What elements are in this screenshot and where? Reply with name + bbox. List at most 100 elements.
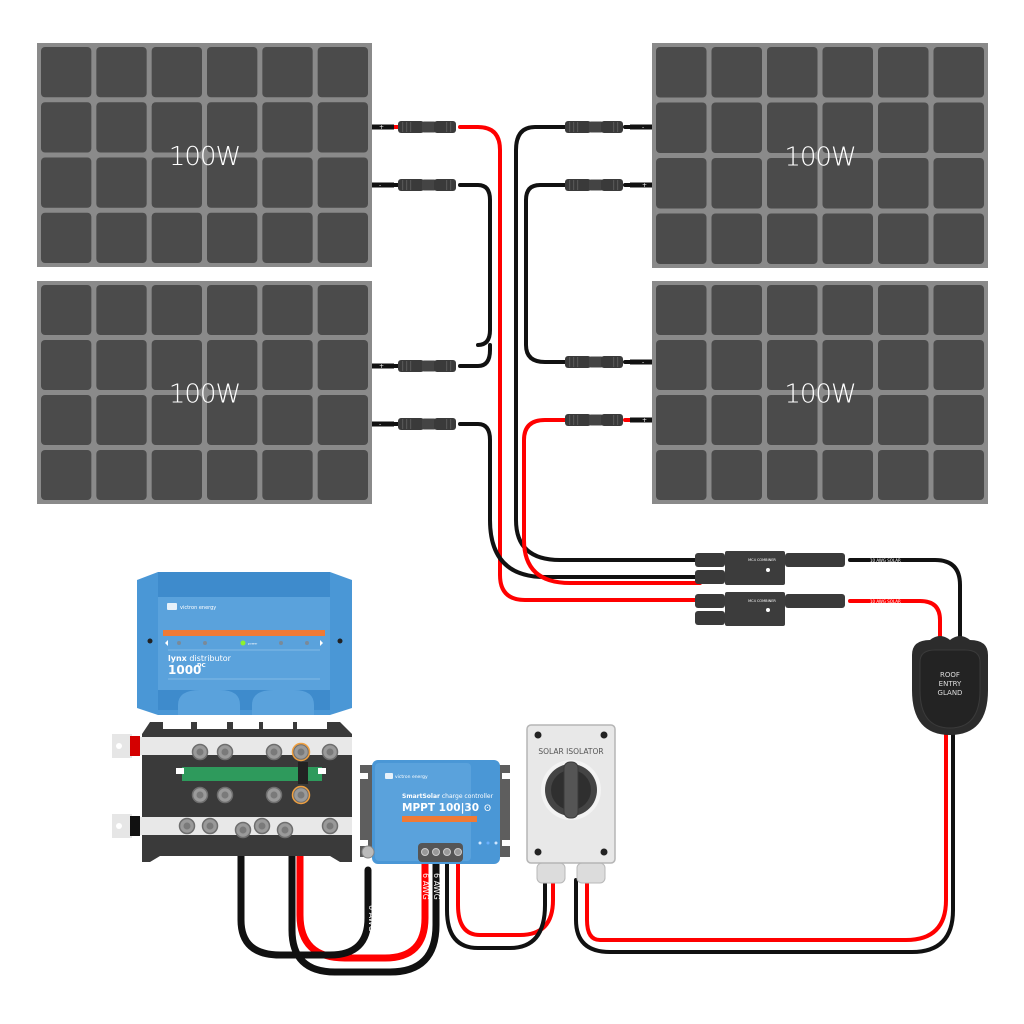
panel-wattage-label: 100W xyxy=(784,143,855,173)
solar-cell xyxy=(711,340,762,390)
solar-isolator[interactable]: SOLAR ISOLATOR xyxy=(526,724,616,884)
solar-cell xyxy=(878,450,929,500)
solar-cell xyxy=(262,285,313,335)
lynx-brand: victron energy xyxy=(180,605,216,611)
battery-cables xyxy=(237,756,440,976)
terminal-polarity-label: - xyxy=(379,421,381,428)
solar-cell xyxy=(151,340,202,390)
solar-cell xyxy=(96,47,147,98)
mc4-connector xyxy=(565,121,623,133)
solar-cell xyxy=(656,340,707,390)
solar-cell xyxy=(207,450,258,500)
cable-label-battery: 6 AWG xyxy=(432,873,441,900)
solar-cell xyxy=(96,450,147,500)
solar-cell xyxy=(207,212,258,263)
cable-combiner-negative-out xyxy=(848,558,962,642)
panel-frame xyxy=(37,43,372,267)
solar-cell xyxy=(41,157,92,208)
solar-cell xyxy=(711,395,762,445)
solar-cell xyxy=(317,340,368,390)
solar-cell xyxy=(711,285,762,335)
solar-cell xyxy=(933,395,984,445)
cable-mppt-lynx-positive xyxy=(296,756,429,962)
lynx-name: lynx distributor xyxy=(168,654,232,663)
solar-cell xyxy=(767,158,818,209)
lynx-power-led xyxy=(240,640,246,646)
cable-mppt-lynx-negative xyxy=(288,846,440,976)
lynx-model: 1000 xyxy=(168,663,201,677)
cable-gland-isolator-negative xyxy=(574,698,955,954)
solar-cell xyxy=(767,213,818,264)
solar-cell xyxy=(933,213,984,264)
mppt-model: MPPT 100|30 xyxy=(402,802,479,814)
mc4-connector xyxy=(398,179,456,191)
solar-cell xyxy=(207,102,258,153)
solar-cell xyxy=(767,102,818,153)
solar-cell xyxy=(96,395,147,445)
mppt-brand: victron energy xyxy=(395,774,428,780)
panel-wattage-label: 100W xyxy=(169,380,240,410)
negative-terminal xyxy=(630,359,652,365)
solar-panels: 100W+-100W+-100W-+100W-+ xyxy=(37,43,988,504)
solar-cell xyxy=(878,47,929,98)
solar-cell xyxy=(317,285,368,335)
isolator-knob[interactable] xyxy=(563,761,579,819)
terminal-polarity-label: - xyxy=(379,182,381,189)
positive-terminal xyxy=(372,363,394,369)
mc4-connector xyxy=(565,179,623,191)
solar-cell xyxy=(151,102,202,153)
negative-terminal xyxy=(372,421,394,427)
solar-cell xyxy=(317,157,368,208)
cable-tr-positive xyxy=(524,183,654,364)
panel-top-right: 100W-+ xyxy=(630,43,988,268)
solar-cell xyxy=(711,102,762,153)
solar-cell xyxy=(41,47,92,98)
solar-cell xyxy=(878,340,929,390)
solar-cell xyxy=(262,212,313,263)
cable-label-battery: 6 AWG xyxy=(367,905,376,932)
solar-cell xyxy=(933,340,984,390)
positive-terminal xyxy=(630,182,652,188)
gland-label-line-2: ENTRY xyxy=(939,680,962,688)
lynx-orange-bar xyxy=(163,630,325,636)
solar-cell xyxy=(933,47,984,98)
panel-wattage-label: 100W xyxy=(784,380,855,410)
positive-terminal xyxy=(372,124,394,130)
terminal-polarity-label: + xyxy=(379,363,384,370)
terminal-polarity-label: + xyxy=(642,417,647,424)
cable-label-solar: 10 AWG SOLAR xyxy=(870,599,901,604)
solar-cell xyxy=(822,102,873,153)
solar-cell xyxy=(317,395,368,445)
solar-cell xyxy=(317,102,368,153)
solar-cell xyxy=(262,157,313,208)
bluetooth-icon: ʘ xyxy=(484,804,491,814)
panel-wattage-label: 100W xyxy=(169,142,240,172)
combiner-negative-label: MC4 COMBINER xyxy=(748,558,776,562)
solar-cell xyxy=(151,212,202,263)
solar-cell xyxy=(711,47,762,98)
mppt-terminal-block xyxy=(418,843,463,862)
panel-frame xyxy=(652,281,988,504)
solar-cell xyxy=(656,213,707,264)
cable-isolator-mppt-positive xyxy=(456,860,555,937)
solar-cell xyxy=(822,213,873,264)
cable-label-solar: 10 AWG SOLAR xyxy=(870,558,901,563)
solar-cell xyxy=(207,157,258,208)
isolator-label: SOLAR ISOLATOR xyxy=(538,747,603,756)
panel-frame xyxy=(652,43,988,268)
solar-cell xyxy=(262,340,313,390)
solar-cell xyxy=(262,47,313,98)
gland-label-line-3: GLAND xyxy=(938,689,963,697)
cable-label-battery: 6 AWG xyxy=(421,873,430,900)
gland-label-line-1: ROOF xyxy=(940,671,960,679)
solar-cell xyxy=(41,102,92,153)
terminal-polarity-label: + xyxy=(642,182,647,189)
negative-terminal xyxy=(630,124,652,130)
solar-cell xyxy=(822,395,873,445)
solar-cell xyxy=(656,47,707,98)
solar-cell xyxy=(933,102,984,153)
solar-cell xyxy=(41,450,92,500)
lynx-suffix: DC xyxy=(197,663,206,669)
panel-bottom-left: 100W + - xyxy=(37,281,394,504)
